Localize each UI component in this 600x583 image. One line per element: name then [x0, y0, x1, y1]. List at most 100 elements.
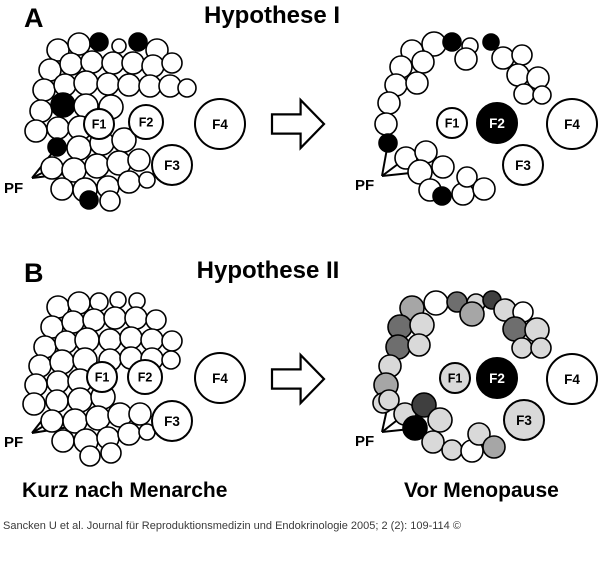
follicle-28 [472, 177, 496, 201]
follicle-9 [80, 50, 104, 74]
citation-text: Sancken U et al. Journal für Reproduktio… [3, 520, 461, 532]
follicle-37 [127, 148, 151, 172]
named-follicle-f3 [151, 144, 193, 186]
follicle-23 [50, 92, 76, 118]
named-follicle-f3 [502, 144, 544, 186]
follicle-25 [161, 350, 181, 370]
follicle-43 [79, 445, 101, 467]
panel-title-b: Hypothese II [197, 257, 340, 284]
follicle-28 [467, 422, 491, 446]
follicle-6 [454, 47, 478, 71]
named-follicle-label-f4: F4 [564, 372, 580, 387]
follicle-38 [50, 177, 74, 201]
footer-label-right: Vor Menopause [404, 479, 559, 502]
follicle-13 [54, 330, 78, 354]
named-follicle-f1 [439, 362, 471, 394]
follicle-11 [121, 51, 145, 75]
named-follicle-f1 [436, 107, 468, 139]
named-follicle-label-f2: F2 [489, 371, 505, 386]
follicle-14 [32, 78, 56, 102]
follicle-42 [138, 171, 156, 189]
follicle-27 [456, 166, 478, 188]
named-follicle-label-f3: F3 [516, 413, 532, 428]
follicle-30 [45, 389, 69, 413]
named-follicle-f3 [151, 400, 193, 442]
follicle-13 [161, 52, 183, 74]
follicle-33 [40, 156, 64, 180]
named-follicle-label-f4: F4 [212, 117, 228, 132]
follicle-12 [405, 71, 429, 95]
follicle-19 [28, 354, 52, 378]
panel-letter-b: B [24, 258, 44, 288]
follicle-24 [427, 407, 453, 433]
follicle-31 [67, 387, 93, 413]
follicle-41 [117, 170, 141, 194]
named-follicle-f4 [546, 353, 598, 405]
transition-arrow-icon [270, 352, 326, 406]
named-follicle-f1 [83, 108, 115, 140]
follicle-4 [111, 38, 127, 54]
follicle-18 [161, 330, 183, 352]
pf-label: PF [4, 434, 23, 451]
named-follicle-f4 [194, 352, 246, 404]
follicle-38 [51, 429, 75, 453]
follicle-41 [117, 422, 141, 446]
transition-arrow-icon [270, 97, 326, 151]
named-follicle-label-f3: F3 [164, 158, 180, 173]
follicle-18 [117, 73, 141, 97]
named-follicle-f4 [194, 98, 246, 150]
named-follicle-label-f1: F1 [448, 372, 463, 386]
follicle-16 [119, 326, 143, 350]
follicle-29 [47, 137, 67, 157]
follicle-22 [411, 392, 437, 418]
follicle-22 [29, 99, 53, 123]
named-follicle-f1 [86, 361, 118, 393]
follicle-4 [109, 291, 127, 309]
follicle-15 [511, 337, 533, 359]
follicle-43 [79, 190, 99, 210]
follicle-15 [98, 328, 122, 352]
follicle-33 [40, 409, 64, 433]
follicle-16 [513, 83, 535, 105]
footer-label-left: Kurz nach Menarche [22, 479, 227, 502]
pf-label: PF [4, 180, 23, 197]
follicle-5 [128, 32, 148, 52]
follicle-29 [482, 435, 506, 459]
follicle-8 [411, 50, 435, 74]
follicle-10 [101, 51, 125, 75]
named-follicle-label-f4: F4 [212, 371, 228, 386]
follicle-21 [177, 78, 197, 98]
follicle-26 [24, 119, 48, 143]
follicle-25 [432, 186, 452, 206]
follicle-10 [124, 306, 148, 330]
named-follicle-f2 [127, 359, 163, 395]
follicle-19 [378, 133, 398, 153]
follicle-29 [22, 392, 46, 416]
follicle-35 [84, 153, 110, 179]
follicle-17 [532, 85, 552, 105]
follicle-16 [73, 70, 99, 96]
follicle-15 [377, 91, 401, 115]
follicle-23 [431, 155, 455, 179]
follicle-17 [96, 72, 120, 96]
follicle-14 [407, 333, 431, 357]
named-follicle-f4 [546, 98, 598, 150]
follicle-9 [491, 46, 515, 70]
follicle-27 [46, 116, 70, 140]
follicle-11 [145, 309, 167, 331]
named-follicle-f2 [476, 357, 518, 399]
follicle-37 [128, 402, 152, 426]
follicle-2 [423, 290, 449, 316]
follicle-19 [138, 74, 162, 98]
named-follicle-label-f2: F2 [489, 116, 505, 131]
follicle-9 [409, 312, 435, 338]
follicle-20 [49, 349, 75, 375]
named-follicle-label-f2: F2 [139, 116, 154, 130]
